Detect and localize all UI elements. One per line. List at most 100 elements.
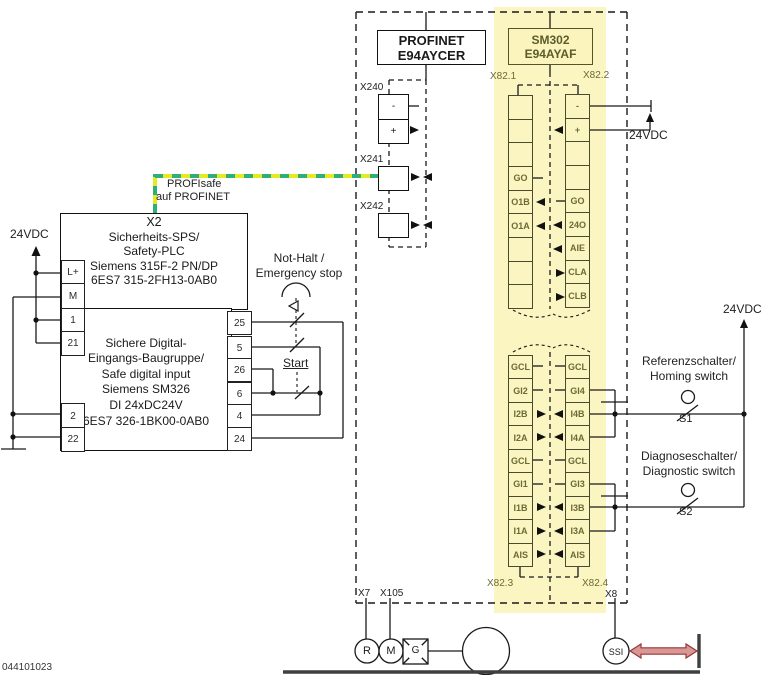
- terminal-cell: GCL: [508, 355, 533, 380]
- terminal-cell: CLA: [565, 259, 590, 285]
- arrow-right-icon: [537, 433, 546, 441]
- arrow-left-icon: [554, 410, 563, 418]
- plc-lower-line: Sichere Digital-: [105, 336, 187, 350]
- terminal-column-x822: - + GO 24O AIE CLA CLB: [565, 94, 590, 309]
- arrow-right-icon: [556, 293, 565, 301]
- terminal-cell: I3B: [565, 495, 590, 521]
- terminal-cell: [565, 141, 590, 167]
- plc-terminal: 22: [61, 427, 85, 452]
- plc-terminal: 26: [227, 358, 252, 382]
- profinet-type: E94AYCER: [397, 47, 466, 63]
- terminal-cell: GO: [565, 188, 590, 214]
- terminal-cell: [508, 284, 533, 310]
- terminal-cell: +: [565, 117, 590, 143]
- plc-upper-line: 6ES7 315-2FH13-0AB0: [90, 273, 218, 288]
- terminal-cell: I4A: [565, 425, 590, 450]
- terminal-cell: I3A: [565, 519, 590, 544]
- plc-terminal: M: [61, 283, 85, 309]
- terminal-cell: GI3: [565, 472, 590, 497]
- plc-lower-line: DI 24xDC24V: [109, 397, 183, 412]
- terminal-column-x821: GO O1B O1A: [508, 95, 533, 310]
- switch-supply-label: 24VDC: [723, 302, 762, 316]
- homing-switch-label-de: Referenzschalter/: [641, 354, 737, 368]
- arrow-left-icon: [554, 550, 563, 558]
- homing-switch-label-en: Homing switch: [649, 369, 729, 383]
- profisafe-cable: [153, 174, 379, 213]
- terminal-cell: GI4: [565, 378, 590, 403]
- s2-actuator-icon: [680, 482, 696, 498]
- start-contact: [294, 385, 310, 400]
- estop-contact-1: [289, 312, 305, 328]
- terminal-cell: [508, 237, 533, 262]
- terminal-cell: GCL: [508, 448, 533, 474]
- terminal-cell: -: [565, 94, 590, 119]
- motor-feedback-label: M: [386, 645, 396, 657]
- terminal-cell: GCL: [565, 448, 590, 474]
- terminal-cell: I4B: [565, 401, 590, 427]
- arrow-up-icon: [740, 319, 748, 328]
- terminal-cell: [508, 95, 533, 120]
- estop-contact-2: [289, 337, 305, 353]
- motor-circle-icon: [461, 626, 511, 675]
- profinet-module-box: PROFINET E94AYCER: [377, 30, 486, 65]
- terminal-cell: GI1: [508, 472, 533, 497]
- terminal-cell: 24O: [565, 212, 590, 238]
- profisafe-label-line1: PROFIsafe: [167, 178, 222, 190]
- terminal-cell: AIE: [565, 236, 590, 261]
- doc-number: 044101023: [2, 662, 53, 673]
- connector-label-x8: X8: [605, 589, 618, 600]
- estop-mushroom-icon: [281, 282, 311, 298]
- estop-label-line1: Not-Halt /: [273, 251, 325, 265]
- drive-enclosure-dashed-border: [355, 11, 628, 604]
- plc-upper-line: Safety-PLC: [123, 244, 185, 259]
- arrow-left-icon: [554, 433, 563, 441]
- plc-terminal: 4: [227, 404, 252, 428]
- arrow-left-icon: [554, 527, 563, 535]
- terminal-cell: GCL: [565, 355, 590, 380]
- plc-lower-line: Safe digital input: [101, 366, 191, 381]
- plc-supply-wiring: [1, 246, 61, 450]
- x240-minus: -: [391, 101, 396, 113]
- plc-terminal: 24: [227, 427, 252, 451]
- plc-terminal: 25: [227, 311, 252, 335]
- plc-lower-line: Siemens SM326: [101, 382, 191, 397]
- arrow-right-icon: [537, 527, 546, 535]
- arrow-left-icon: [554, 503, 563, 511]
- sm302-supply-wiring: [590, 100, 654, 131]
- terminal-cell: [508, 142, 533, 168]
- gearbox-label: G: [409, 644, 422, 658]
- s1-contact: [676, 404, 699, 422]
- terminal-cell: CLB: [565, 283, 590, 309]
- sm302-type: E94AYAF: [524, 46, 577, 61]
- arrow-up-icon: [646, 113, 654, 122]
- plc-terminal: L+: [61, 260, 85, 285]
- plc-terminal: 2: [61, 403, 85, 429]
- arrow-right-icon: [537, 503, 546, 511]
- connector-label-x240: X240: [360, 82, 384, 93]
- s1-actuator-icon: [680, 389, 696, 405]
- switch-wiring: [590, 319, 748, 532]
- profinet-module-bus: [388, 12, 432, 248]
- arrow-left-icon: [553, 221, 562, 229]
- terminal-cell: [508, 118, 533, 144]
- connector-x240: - +: [378, 94, 409, 144]
- terminal-cell: I2A: [508, 425, 533, 450]
- plc-lower-line: Eingangs-Baugruppe/: [87, 351, 205, 366]
- arrow-right-icon: [556, 269, 565, 277]
- plc-upper-line: Siemens 315F-2 PN/DP: [89, 258, 219, 273]
- terminal-cell: GO: [508, 166, 533, 191]
- terminal-cell: [565, 165, 590, 190]
- terminal-column-x824: GCL GI4 I4B I4A GCL GI3 I3B I3A AIS: [565, 355, 590, 567]
- connector-label-x105: X105: [380, 588, 404, 599]
- diagnostic-switch-label-en: Diagnostic switch: [642, 464, 736, 478]
- s2-label: S2: [679, 506, 693, 518]
- plc-connector-label: X2: [146, 215, 162, 229]
- sm302-module-box: SM302 E94AYAF: [508, 28, 593, 65]
- plc-terminal: 1: [61, 308, 85, 333]
- connector-label-x241: X241: [360, 154, 384, 165]
- sm302-spine: [512, 12, 591, 603]
- terminal-cell: O1B: [508, 189, 533, 215]
- arrow-left-icon: [423, 173, 432, 181]
- arrow-right-icon: [411, 221, 420, 229]
- terminal-cell: I1A: [508, 519, 533, 544]
